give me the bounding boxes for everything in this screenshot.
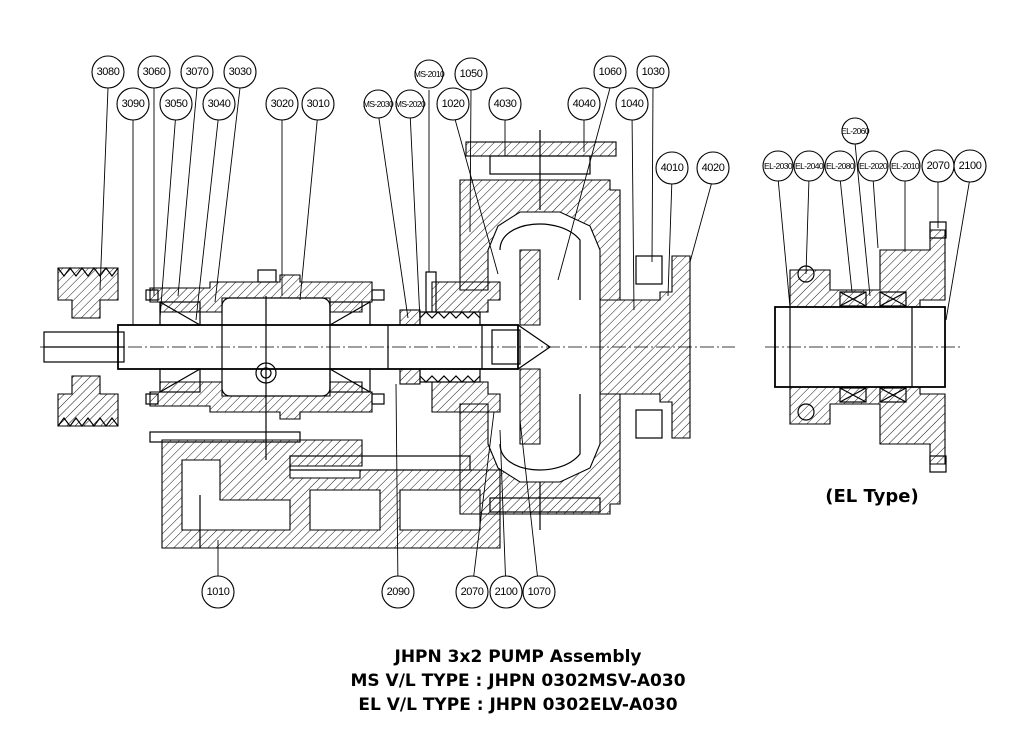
seal-area — [399, 271, 501, 413]
svg-text:2070: 2070 — [927, 160, 950, 172]
callout-el2020: EL-2020 — [857, 150, 889, 182]
callout-el2030: EL-2030 — [762, 150, 794, 182]
svg-text:4040: 4040 — [573, 98, 596, 110]
callout-leaders — [99, 87, 971, 591]
svg-text:3040: 3040 — [208, 98, 231, 110]
svg-text:MS-2020: MS-2020 — [395, 99, 426, 109]
callout-2070: 2070 — [455, 575, 489, 609]
callout-3070: 3070 — [180, 55, 214, 89]
callout-3080: 3080 — [91, 55, 125, 89]
callout-1060: 1060 — [593, 55, 627, 89]
svg-text:EL-2020: EL-2020 — [859, 161, 888, 171]
ms-type-caption: MS V/L TYPE : JHPN 0302MSV-A030 — [350, 671, 686, 691]
svg-text:1060: 1060 — [599, 66, 622, 78]
el-type-view-label: (EL Type) — [825, 486, 919, 507]
callout-2090: 2090 — [381, 575, 415, 609]
callout-bubbles: 3080 3060 3070 3030 3090 3050 3040 3020 … — [91, 55, 987, 609]
callout-3010: 3010 — [301, 87, 335, 121]
svg-text:EL-2010: EL-2010 — [891, 161, 920, 171]
callout-el2040: EL-2040 — [793, 150, 825, 182]
svg-text:3080: 3080 — [97, 66, 120, 78]
svg-text:1010: 1010 — [207, 586, 230, 598]
callout-1020: 1020 — [436, 87, 470, 121]
callout-ms2030: MS-2030 — [363, 89, 395, 119]
callout-3030: 3030 — [223, 55, 257, 89]
callout-4030: 4030 — [488, 87, 522, 121]
pulley — [43, 267, 125, 427]
svg-text:4010: 4010 — [661, 162, 684, 174]
svg-text:3070: 3070 — [186, 66, 209, 78]
svg-text:2090: 2090 — [387, 586, 410, 598]
callout-4020: 4020 — [696, 151, 730, 185]
pump-casing — [459, 130, 691, 530]
svg-text:3060: 3060 — [143, 66, 166, 78]
el-type-caption: EL V/L TYPE : JHPN 0302ELV-A030 — [358, 695, 678, 715]
svg-text:3030: 3030 — [229, 66, 252, 78]
callout-1050: 1050 — [454, 57, 488, 91]
callout-1010: 1010 — [201, 575, 235, 609]
main-section-view — [40, 130, 735, 549]
callout-3020: 3020 — [265, 87, 299, 121]
callout-4040: 4040 — [567, 87, 601, 121]
callout-el2010: EL-2010 — [889, 150, 921, 182]
callout-3050: 3050 — [159, 87, 193, 121]
svg-text:EL-2040: EL-2040 — [795, 161, 824, 171]
callout-2070-el: 2070 — [921, 149, 955, 183]
svg-text:3050: 3050 — [165, 98, 188, 110]
svg-text:3020: 3020 — [271, 98, 294, 110]
svg-text:1070: 1070 — [528, 586, 551, 598]
svg-text:EL-2060: EL-2060 — [841, 126, 870, 136]
callout-3060: 3060 — [137, 55, 171, 89]
callout-ms2020: MS-2020 — [395, 89, 427, 119]
svg-text:4020: 4020 — [702, 162, 725, 174]
callout-1070: 1070 — [522, 575, 556, 609]
svg-text:2070: 2070 — [461, 586, 484, 598]
callout-el2080: EL-2080 — [824, 150, 856, 182]
callout-1030: 1030 — [636, 55, 670, 89]
svg-text:EL-2030: EL-2030 — [764, 161, 793, 171]
callout-3090: 3090 — [116, 87, 150, 121]
base-frame — [149, 431, 501, 549]
el-type-section-view — [765, 221, 960, 473]
callout-4010: 4010 — [655, 151, 689, 185]
svg-text:3090: 3090 — [122, 98, 145, 110]
svg-text:1040: 1040 — [621, 98, 644, 110]
callout-2100: 2100 — [489, 575, 523, 609]
drawing-title: JHPN 3x2 PUMP Assembly — [394, 647, 642, 667]
callout-el2060: EL-2060 — [841, 117, 870, 145]
callout-1040: 1040 — [615, 87, 649, 121]
svg-text:2100: 2100 — [959, 160, 982, 172]
callout-3040: 3040 — [202, 87, 236, 121]
svg-text:1050: 1050 — [460, 68, 483, 80]
svg-text:4030: 4030 — [494, 98, 517, 110]
svg-text:MS-2030: MS-2030 — [363, 99, 394, 109]
svg-text:1020: 1020 — [442, 98, 465, 110]
svg-text:MS-2010: MS-2010 — [414, 69, 445, 79]
shaft — [117, 324, 519, 370]
svg-text:2100: 2100 — [495, 586, 518, 598]
svg-text:EL-2080: EL-2080 — [826, 161, 855, 171]
svg-text:1030: 1030 — [642, 66, 665, 78]
bearing-housing — [145, 269, 385, 460]
callout-2100-el: 2100 — [953, 149, 987, 183]
svg-text:3010: 3010 — [307, 98, 330, 110]
callout-ms2010: MS-2010 — [414, 59, 446, 89]
